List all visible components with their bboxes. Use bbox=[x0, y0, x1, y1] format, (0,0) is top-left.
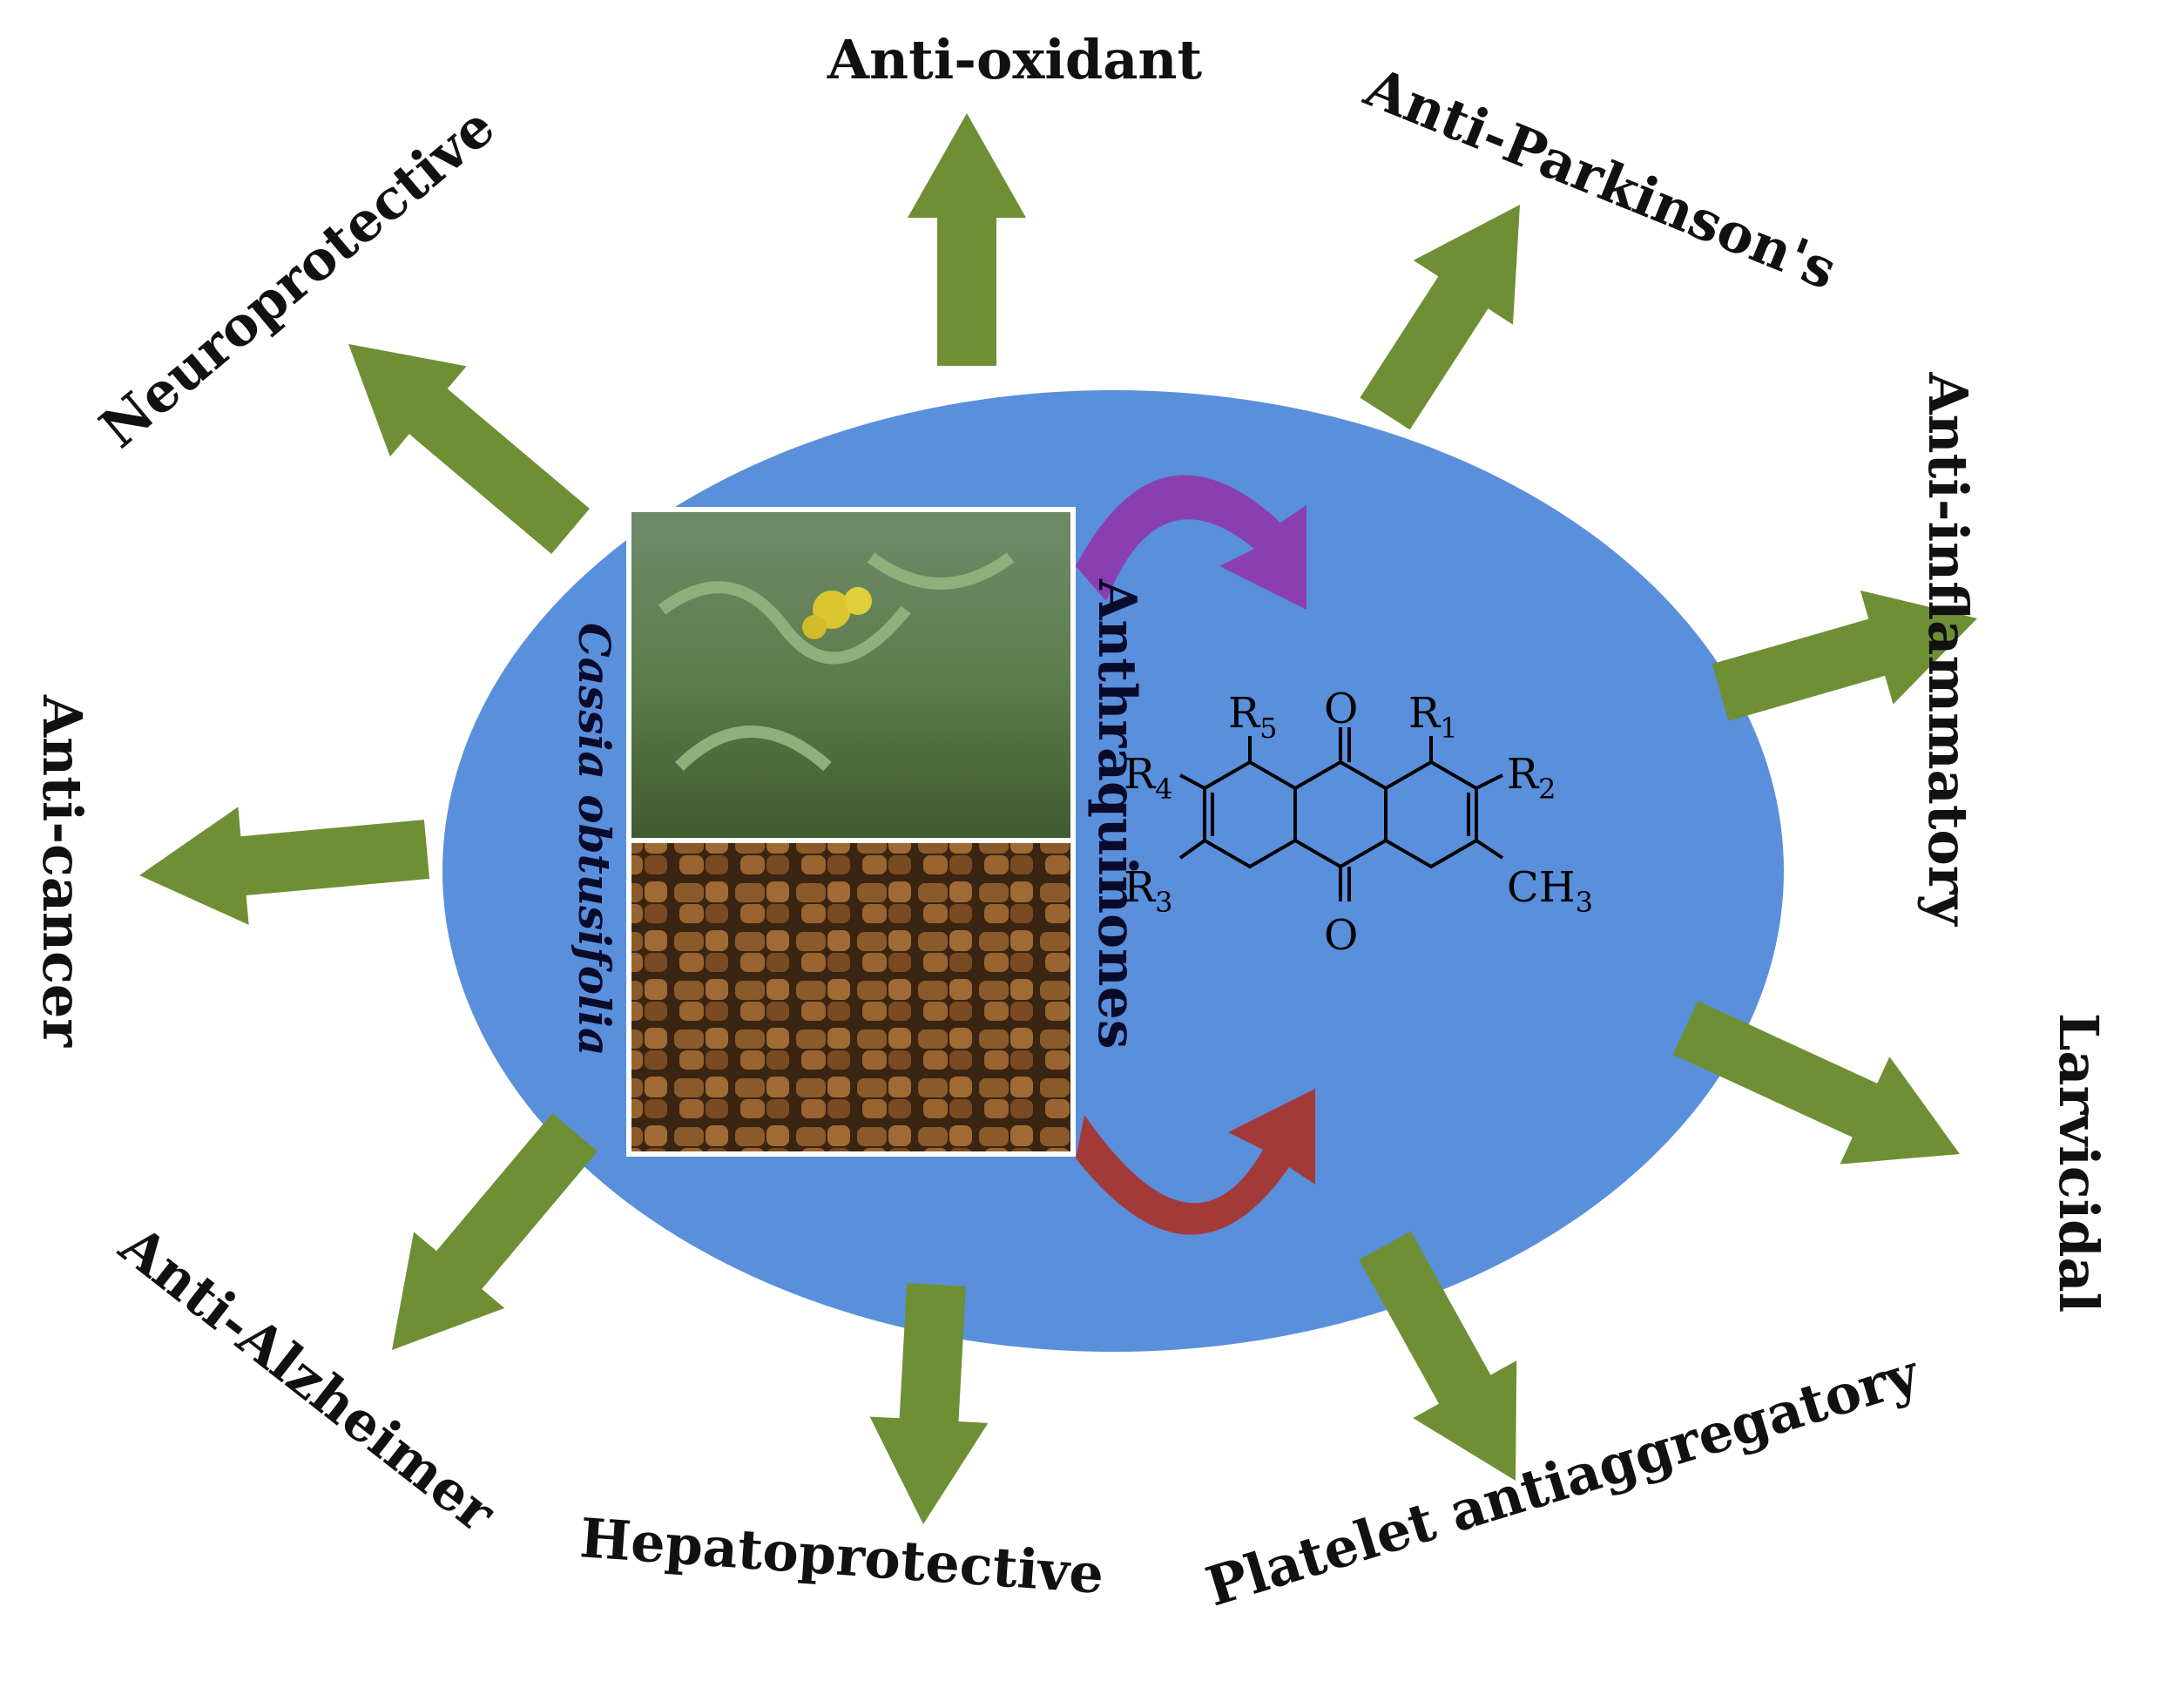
r5-label: R5 bbox=[1228, 689, 1278, 745]
arrow-neuroprotective bbox=[348, 344, 590, 554]
arrow-anti-cancer bbox=[139, 807, 430, 925]
arrow-anti-parkinsons bbox=[1360, 205, 1520, 430]
carbonyl-o-top: O bbox=[1324, 685, 1358, 733]
arrow-platelet bbox=[1359, 1231, 1517, 1481]
label-larvicidal: Larvicidal bbox=[2047, 1013, 2110, 1313]
r1-label: R1 bbox=[1408, 689, 1458, 745]
r2-label: R2 bbox=[1507, 750, 1556, 806]
cycle-arrow-bottom bbox=[1076, 1089, 1315, 1235]
species-label: Cassia obtusifolia bbox=[569, 623, 620, 1056]
arrow-anti-inflammatory bbox=[1712, 590, 1977, 721]
label-anti-inflammatory: Anti-inflammatory bbox=[1916, 371, 1980, 927]
label-platelet-antiaggregatory: Platelet antiaggregatory bbox=[1199, 1341, 1927, 1619]
activity-arrows bbox=[139, 113, 1977, 1524]
label-anti-oxidant: Anti-oxidant bbox=[827, 28, 1203, 91]
cycle-arrow-top bbox=[1076, 475, 1307, 610]
plant-photo bbox=[626, 507, 1076, 843]
seeds-photo bbox=[626, 838, 1076, 1157]
arrow-hepatoprotective bbox=[869, 1283, 989, 1524]
carbonyl-o-bottom: O bbox=[1324, 911, 1358, 960]
label-hepatoprotective: Hepatoprotective bbox=[577, 1506, 1105, 1606]
label-anti-cancer: Anti-cancer bbox=[30, 694, 94, 1048]
arrow-larvicidal bbox=[1672, 1001, 1960, 1165]
structure-labels: O O R5 R1 R4 R2 R3 CH3 bbox=[1124, 685, 1593, 960]
compound-class-label: Anthraquinones bbox=[1086, 578, 1147, 1050]
arrow-anti-alzheimer bbox=[392, 1113, 598, 1350]
methyl-label: CH3 bbox=[1507, 863, 1593, 919]
r3-label: R3 bbox=[1124, 863, 1173, 919]
anthraquinone-structure bbox=[1178, 727, 1504, 901]
r4-label: R4 bbox=[1124, 750, 1173, 806]
arrow-anti-oxidant bbox=[908, 113, 1026, 366]
